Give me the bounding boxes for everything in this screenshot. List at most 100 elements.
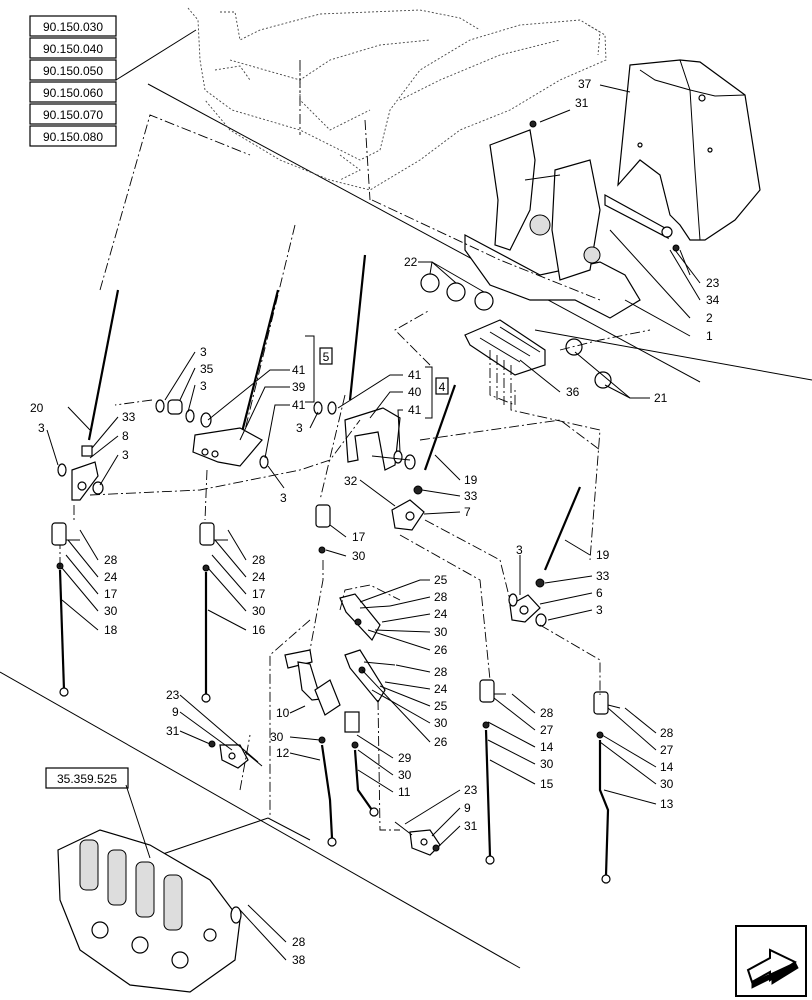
callout: 30 xyxy=(104,604,118,618)
callout: 26 xyxy=(434,735,448,749)
callout: 20 xyxy=(30,401,44,415)
callout: 28 xyxy=(252,553,266,567)
callout: 35 xyxy=(200,362,214,376)
assembly-dash-lines xyxy=(59,60,651,831)
pivot-bracket-assembly-1 xyxy=(464,120,691,319)
callout: 17 xyxy=(352,530,366,544)
control-knobs xyxy=(420,273,612,389)
callout: 25 xyxy=(434,573,448,587)
callout: 30 xyxy=(434,625,448,639)
callout: 33 xyxy=(122,410,136,424)
callout: 27 xyxy=(660,743,674,757)
control-valve: 35.359.525 xyxy=(45,767,242,993)
callout: 31 xyxy=(166,724,180,738)
callout: 23 xyxy=(464,783,478,797)
mounting-brackets-9 xyxy=(208,740,441,856)
callout: 31 xyxy=(464,819,478,833)
reference-label: 90.150.080 xyxy=(43,130,103,144)
callout: 22 xyxy=(404,255,418,269)
reference-box[interactable] xyxy=(29,37,117,59)
callout: 2 xyxy=(706,311,713,325)
callout: 3 xyxy=(200,345,207,359)
callout: 8 xyxy=(122,429,129,443)
callout: 11 xyxy=(398,785,411,799)
callout: 24 xyxy=(434,607,448,621)
callout: 14 xyxy=(660,760,674,774)
valve-reference-box[interactable] xyxy=(45,767,129,789)
callout: 28 xyxy=(434,665,448,679)
reference-box[interactable] xyxy=(29,103,117,125)
reference-label: 90.150.050 xyxy=(43,64,103,78)
callout: 3 xyxy=(296,421,303,435)
callout: 25 xyxy=(434,699,448,713)
callout: 23 xyxy=(166,688,180,702)
callout: 7 xyxy=(464,505,471,519)
callout: 41 xyxy=(292,363,306,377)
callout: 31 xyxy=(575,96,589,110)
next-page-arrow-icon[interactable] xyxy=(735,925,807,997)
callout: 30 xyxy=(398,768,412,782)
callout: 6 xyxy=(596,586,603,600)
reference-box[interactable] xyxy=(29,59,117,81)
callout: 26 xyxy=(434,643,448,657)
reference-label: 90.150.030 xyxy=(43,20,103,34)
kit-box-5[interactable] xyxy=(319,347,333,365)
callout: 16 xyxy=(252,623,266,637)
callout: 28 xyxy=(540,706,554,720)
callout: 24 xyxy=(434,682,448,696)
callout: 32 xyxy=(344,474,358,488)
reference-box[interactable] xyxy=(29,81,117,103)
callout: 24 xyxy=(252,570,266,584)
callout: 14 xyxy=(540,740,554,754)
callout: 17 xyxy=(104,587,118,601)
callout: 28 xyxy=(104,553,118,567)
callout: 3 xyxy=(280,491,287,505)
kit-label-4: 4 xyxy=(439,380,446,394)
kit-label-5: 5 xyxy=(323,350,330,364)
callout: 3 xyxy=(596,603,603,617)
reference-box[interactable] xyxy=(29,125,117,147)
callout: 9 xyxy=(172,705,179,719)
callout: 37 xyxy=(578,77,592,91)
callout: 30 xyxy=(540,757,554,771)
lever-brackets xyxy=(192,407,401,471)
pivot-levers xyxy=(71,461,547,627)
callout: 41 xyxy=(408,368,422,382)
callout: 3 xyxy=(200,379,207,393)
callout: 30 xyxy=(252,604,266,618)
callout: 17 xyxy=(252,587,266,601)
callout: 23 xyxy=(706,276,720,290)
callout: 19 xyxy=(596,548,610,562)
callout: 30 xyxy=(660,777,674,791)
callout: 9 xyxy=(464,801,471,815)
callout: 28 xyxy=(292,935,306,949)
clevis-and-cable-assemblies xyxy=(51,504,621,884)
callout: 33 xyxy=(464,489,478,503)
callout: 36 xyxy=(566,385,580,399)
joystick-mechanism xyxy=(284,593,396,847)
callout: 3 xyxy=(122,448,129,462)
kit-box-4[interactable] xyxy=(435,377,449,395)
callout: 27 xyxy=(540,723,554,737)
callout: 3 xyxy=(516,543,523,557)
callout: 10 xyxy=(276,706,290,720)
lever-gate-plate-36 xyxy=(464,319,546,376)
callout: 28 xyxy=(434,590,448,604)
callout: 30 xyxy=(270,730,284,744)
callout: 13 xyxy=(660,797,674,811)
callout: 30 xyxy=(352,549,366,563)
callout: 3 xyxy=(38,421,45,435)
callout: 19 xyxy=(464,473,478,487)
callout: 41 xyxy=(292,398,306,412)
callout: 41 xyxy=(408,403,422,417)
callout: 34 xyxy=(706,293,720,307)
reference-box[interactable] xyxy=(29,15,117,37)
callout: 28 xyxy=(660,726,674,740)
callout: 39 xyxy=(292,380,306,394)
console-cover-37 xyxy=(617,59,761,241)
callout: 21 xyxy=(654,391,668,405)
callout: 1 xyxy=(706,329,713,343)
reference-box-group-top: 90.150.030 90.150.040 90.150.050 90.150.… xyxy=(29,15,197,147)
control-rods xyxy=(87,254,582,571)
